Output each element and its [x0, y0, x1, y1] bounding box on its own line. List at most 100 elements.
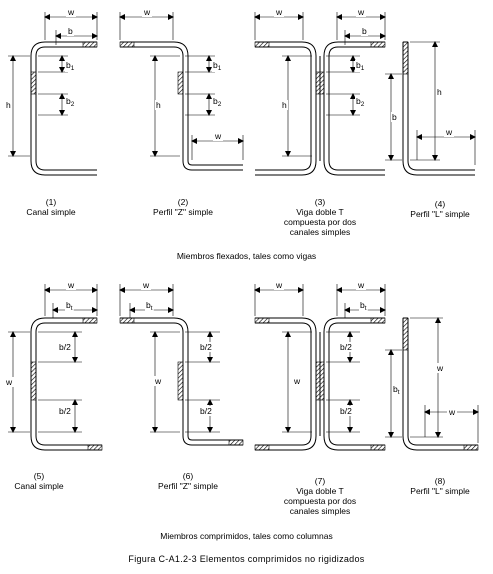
label-bt: bt [360, 300, 367, 312]
profile-8-angle [385, 317, 479, 451]
label-half-b: b/2 [59, 342, 71, 352]
caption-7-line: canales simples [289, 506, 351, 516]
label-b1-subscript: 1 [218, 65, 222, 72]
label-w: w [436, 363, 444, 373]
label-w: w [293, 376, 301, 386]
label-background [145, 300, 154, 312]
label-background [361, 26, 368, 36]
label-h: h [156, 100, 161, 110]
label-w: w [154, 376, 162, 386]
caption-1-line: Canal simple [26, 207, 76, 217]
label-bt-subscript: t [151, 305, 153, 312]
label-b1-subscript: 1 [71, 65, 75, 72]
caption-7-line: compuesta por dos [283, 496, 357, 506]
caption-2-line: Perfil "Z" simple [153, 207, 213, 217]
label-background [339, 406, 354, 416]
label-w: w [445, 127, 453, 137]
label-background [436, 87, 443, 97]
label-b2-subscript: 2 [71, 101, 75, 108]
caption-1-number: (1) [45, 197, 57, 207]
label-background [58, 406, 73, 416]
caption-3: (3) Viga doble T compuesta por dos canal… [278, 197, 362, 237]
profile-5-channel [8, 284, 103, 451]
caption-8-line: Perfil "L" simple [410, 486, 470, 496]
caption-2: (2) Perfil "Z" simple [143, 197, 223, 217]
section-title-compression: Miembros comprimidos, tales como columna… [160, 531, 333, 541]
label-b2-subscript: 2 [218, 101, 222, 108]
caption-5-number: (5) [33, 471, 45, 481]
label-bt: bt [66, 300, 73, 312]
caption-3-number: (3) [314, 197, 326, 207]
label-b1-subscript: 1 [361, 65, 365, 72]
label-half-b: b/2 [340, 406, 352, 416]
label-background [65, 96, 76, 108]
label-background [356, 280, 366, 290]
label-background [66, 280, 76, 290]
label-background [4, 377, 14, 387]
label-bt-subscript: t [365, 305, 367, 312]
caption-4-line: Perfil "L" simple [410, 209, 470, 219]
label-background [142, 7, 152, 17]
label-w: w [143, 7, 151, 17]
label-background [447, 407, 457, 417]
label-background [67, 26, 74, 36]
label-half-b: b/2 [200, 406, 212, 416]
label-b2: b2 [356, 96, 365, 108]
label-background [65, 300, 74, 312]
label-b: b [68, 26, 73, 36]
caption-3-line: Viga doble T [296, 207, 344, 217]
label-background [155, 100, 162, 110]
profile-6-z [119, 284, 244, 446]
profile-4-angle [385, 41, 476, 176]
label-background [392, 384, 401, 396]
label-background [212, 96, 223, 108]
section-title-flexural: Miembros flexados, tales como vigas [176, 251, 317, 261]
label-background [153, 376, 163, 386]
label-w: w [214, 131, 222, 141]
label-h: h [437, 87, 442, 97]
label-b2: b2 [213, 96, 222, 108]
label-h: h [6, 100, 11, 110]
caption-6: (6) Perfil "Z" simple [145, 471, 231, 491]
label-background [444, 127, 454, 137]
caption-7-line: Viga doble T [296, 486, 344, 496]
label-w: w [357, 7, 365, 17]
caption-4-number: (4) [434, 199, 446, 209]
label-background [292, 376, 302, 386]
label-b: b [392, 112, 397, 122]
label-background [356, 7, 366, 17]
caption-5: (5) Canal simple [4, 471, 74, 491]
label-background [274, 7, 284, 17]
label-background [5, 100, 12, 110]
label-background [213, 131, 223, 141]
caption-2-number: (2) [177, 197, 189, 207]
label-w: w [275, 7, 283, 17]
label-w: w [357, 280, 365, 290]
label-b1: b1 [356, 60, 365, 72]
label-w: w [67, 7, 75, 17]
label-background [66, 7, 76, 17]
label-bt: bt [146, 300, 153, 312]
caption-8: (8) Perfil "L" simple [398, 476, 482, 496]
figure-caption: Figura C-A1.2-3 Elementos comprimidos no… [128, 554, 365, 564]
profile-7-double-t [254, 284, 386, 451]
label-h: h [282, 100, 287, 110]
label-background [355, 96, 366, 108]
label-w: w [5, 377, 13, 387]
label-bt-subscript: t [398, 389, 400, 396]
caption-3-line: compuesta por dos [283, 217, 357, 227]
label-background [359, 300, 368, 312]
label-background [281, 100, 288, 110]
caption-7-number: (7) [314, 476, 326, 486]
caption-3-line: canales simples [289, 227, 351, 237]
profile-3-double-t [254, 12, 386, 176]
label-background [141, 280, 151, 290]
profile-2-z [119, 12, 244, 171]
label-half-b: b/2 [200, 342, 212, 352]
label-w: w [275, 280, 283, 290]
label-background [391, 112, 398, 122]
caption-1: (1) Canal simple [16, 197, 86, 217]
label-bt-subscript: t [71, 305, 73, 312]
label-w: w [448, 407, 456, 417]
